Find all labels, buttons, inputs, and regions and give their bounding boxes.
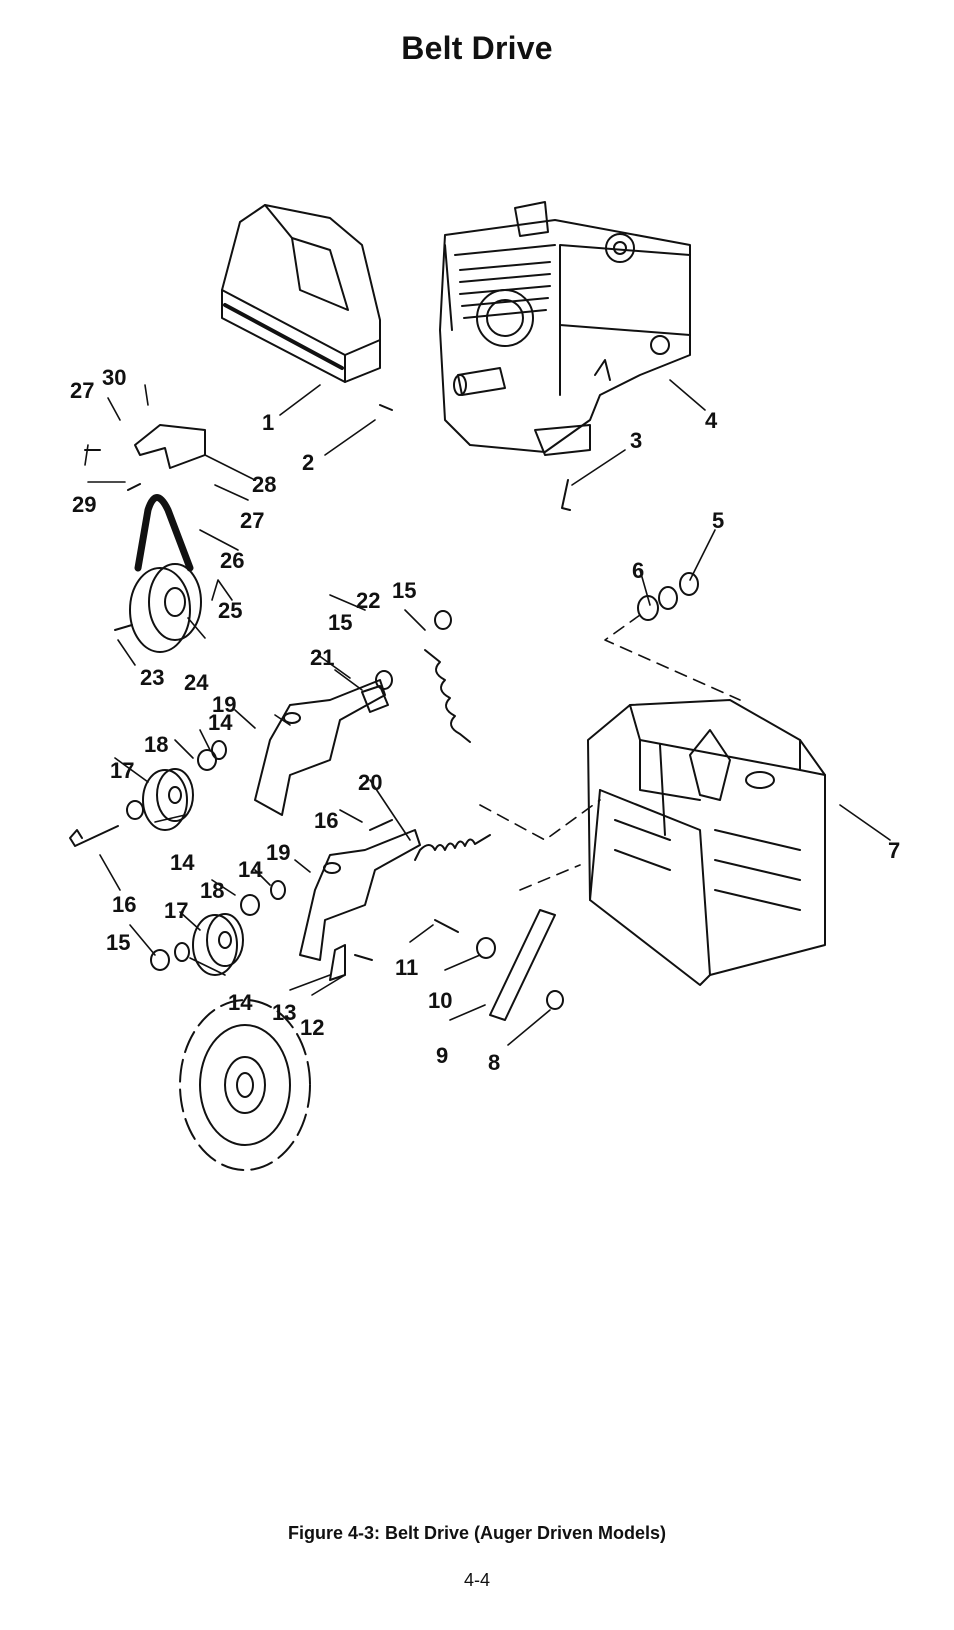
idler-arm-upper: [254, 679, 386, 816]
idler-arm-lower: [299, 829, 421, 961]
callout-14-b: 14: [170, 850, 195, 875]
idler-pulley-upper: [142, 768, 194, 831]
callout-numbers: 1 2 3 4 5 6 7 8 9 10 11 12 13 14 14 14 1…: [70, 365, 900, 1075]
callout-16-a: 16: [314, 808, 338, 833]
callout-16-b: 16: [112, 892, 136, 917]
belt-guide-part: [134, 424, 206, 469]
drive-wheel-part: [179, 999, 311, 1171]
callout-24: 24: [184, 670, 209, 695]
callout-23: 23: [140, 665, 164, 690]
hardware-parts: [69, 404, 699, 1010]
callout-27-a: 27: [70, 378, 94, 403]
callout-18-a: 18: [144, 732, 168, 757]
callout-2: 2: [302, 450, 314, 475]
callout-12: 12: [300, 1015, 324, 1040]
callout-13: 13: [272, 1000, 296, 1025]
callout-14-d: 14: [228, 990, 253, 1015]
bracket-part-13: [329, 944, 346, 981]
callout-6: 6: [632, 558, 644, 583]
page-number: 4-4: [463, 1570, 490, 1590]
engine-part: [439, 201, 691, 456]
v-belt-part: [134, 494, 194, 572]
callout-30: 30: [102, 365, 126, 390]
frame-bracket-part: [587, 699, 826, 986]
callout-18-b: 18: [200, 878, 224, 903]
extension-spring-22: [424, 649, 471, 743]
engine-pulley-part: [114, 563, 202, 653]
idler-pulley-lower: [192, 913, 244, 976]
callout-22: 22: [356, 588, 380, 613]
callout-19-b: 19: [266, 840, 290, 865]
callout-21: 21: [310, 645, 334, 670]
callout-7: 7: [888, 838, 900, 863]
callout-10: 10: [428, 988, 452, 1013]
callout-15-a: 15: [392, 578, 416, 603]
callout-14-c: 14: [238, 857, 263, 882]
callout-14-a: 14: [208, 710, 233, 735]
callout-15-c: 15: [106, 930, 130, 955]
callout-leader-lines: [84, 379, 891, 1046]
belt-cover-part: [221, 204, 381, 383]
callout-5: 5: [712, 508, 724, 533]
callout-19-a: 19: [212, 692, 236, 717]
bracket-part-9: [489, 909, 556, 1021]
callout-29: 29: [72, 492, 96, 517]
callout-15-b: 15: [328, 610, 352, 635]
callout-17-a: 17: [110, 758, 134, 783]
callout-28: 28: [252, 472, 276, 497]
callout-17-b: 17: [164, 898, 188, 923]
callout-8: 8: [488, 1050, 500, 1075]
callout-9: 9: [436, 1043, 448, 1068]
callout-4: 4: [705, 408, 718, 433]
extension-spring-20: [414, 834, 491, 861]
assembly-dash-lines: [479, 614, 741, 891]
page-title: Belt Drive: [401, 30, 553, 66]
figure-caption: Figure 4-3: Belt Drive (Auger Driven Mod…: [287, 1523, 667, 1543]
callout-20: 20: [358, 770, 382, 795]
callout-1: 1: [262, 410, 274, 435]
callout-27-b: 27: [240, 508, 264, 533]
callout-25: 25: [218, 598, 242, 623]
callout-3: 3: [630, 428, 642, 453]
callout-11: 11: [395, 955, 418, 980]
callout-26: 26: [220, 548, 244, 573]
